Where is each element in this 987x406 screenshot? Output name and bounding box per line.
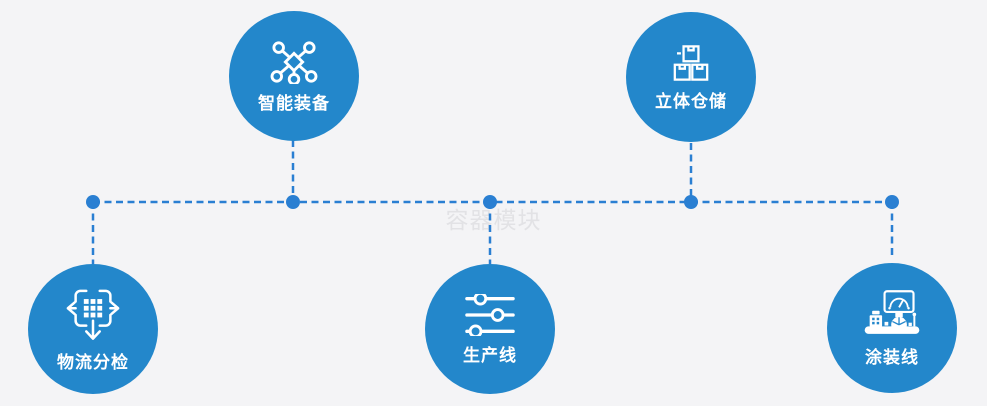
control-station-icon	[862, 290, 922, 338]
node-label: 智能装备	[258, 94, 330, 113]
node-smart-equipment[interactable]: 智能装备	[229, 11, 359, 141]
watermark-text: 容器模块	[445, 207, 542, 233]
node-label: 生产线	[463, 346, 517, 365]
node-painting-line[interactable]: 涂装线	[827, 263, 957, 393]
node-production-line[interactable]: 生产线	[425, 264, 555, 394]
node-label: 立体仓储	[655, 92, 727, 111]
sliders-icon	[465, 294, 515, 336]
node-logistics-sorting[interactable]: 物流分检	[28, 264, 158, 394]
node-label: 涂装线	[865, 348, 919, 367]
stacked-boxes-icon	[670, 44, 712, 82]
network-nodes-icon	[268, 40, 320, 84]
dispatch-grid-icon	[62, 287, 124, 343]
node-label: 物流分检	[57, 353, 129, 372]
node-warehouse[interactable]: 立体仓储	[626, 12, 756, 142]
